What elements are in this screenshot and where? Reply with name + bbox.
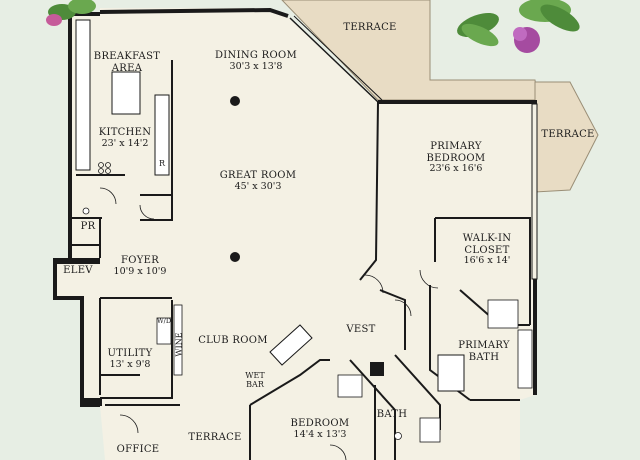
walk-in-closet-dims: 16'6 x 14' <box>463 255 511 266</box>
dining-room-name: DINING ROOM <box>214 50 298 61</box>
terrace-right-label: TERRACE <box>541 129 595 140</box>
primary-bedroom-label: PRIMARY BEDROOM 23'6 x 16'6 <box>427 141 486 175</box>
walk-in-closet-label: WALK-IN CLOSET 16'6 x 14' <box>463 233 512 267</box>
utility-label: UTILITY 13' x 9'8 <box>107 348 152 370</box>
dining-room-label: DINING ROOM 30'3 x 13'8 <box>215 50 297 72</box>
utility-dims: 13' x 9'8 <box>109 358 151 370</box>
bath-toilet-icon <box>394 432 402 440</box>
dining-room-dims: 30'3 x 13'8 <box>229 60 283 72</box>
bedroom-label: BEDROOM 14'4 x 13'3 <box>291 418 350 440</box>
foyer-label: FOYER 10'9 x 10'9 <box>114 255 167 277</box>
shower-icon <box>419 417 441 443</box>
kitchen-counter-left <box>75 19 91 171</box>
wine-label: WINE <box>174 332 184 357</box>
elev-wall <box>55 258 100 264</box>
terrace-bottom-label: TERRACE <box>188 432 242 443</box>
corner-wall <box>82 398 102 406</box>
bedroom-dims: 14'4 x 13'3 <box>293 428 347 440</box>
great-room-name: GREAT ROOM <box>219 170 297 181</box>
wet-bar-label: WET BAR <box>245 371 265 390</box>
foyer-dims: 10'9 x 10'9 <box>113 265 167 277</box>
great-room-label: GREAT ROOM 45' x 30'3 <box>220 170 297 192</box>
office-label: OFFICE <box>116 444 160 455</box>
stove-icon <box>98 162 111 174</box>
kitchen-counter-right <box>154 94 170 176</box>
dining-window-wall <box>289 17 379 103</box>
toilet-icon <box>82 207 90 215</box>
breakfast-area-label: BREAKFAST AREA <box>93 51 161 74</box>
door-swings <box>99 187 439 460</box>
kitchen-name: KITCHEN <box>98 127 152 138</box>
wd-label: W/D <box>156 317 172 325</box>
washer-dryer-icon <box>156 317 172 345</box>
kitchen-dims: 23' x 14'2 <box>101 137 149 149</box>
kitchen-label: KITCHEN 23' x 14'2 <box>99 127 152 149</box>
primary-bedroom-name: PRIMARY BEDROOM <box>426 141 486 164</box>
column-top <box>230 96 240 106</box>
vanity-counter-icon <box>517 329 533 389</box>
wine-cabinet <box>173 304 183 376</box>
wet-bar-counter <box>269 324 313 366</box>
dining-window-wall-outer <box>293 15 383 101</box>
terrace-top-label: TERRACE <box>343 22 397 33</box>
fridge-label: R <box>158 159 166 168</box>
walk-in-closet-name: WALK-IN CLOSET <box>462 233 512 256</box>
palm-plant-top-right <box>457 0 580 53</box>
kitchen-island <box>111 71 141 115</box>
foyer-name: FOYER <box>120 255 160 266</box>
bath-vanity-icon <box>337 374 363 398</box>
primary-bedroom-glass-wall <box>531 103 538 280</box>
pr-label: PR <box>80 221 96 232</box>
pillar-wall <box>370 362 384 376</box>
bath-label: BATH <box>376 409 408 420</box>
bedroom-name: BEDROOM <box>290 418 350 429</box>
great-room-dims: 45' x 30'3 <box>234 180 282 192</box>
elev-label: ELEV <box>63 265 93 276</box>
club-room-label: CLUB ROOM <box>198 335 268 346</box>
vanity-icon <box>487 299 519 329</box>
bathtub-icon <box>437 354 465 392</box>
palm-plant-top-left <box>46 0 96 26</box>
vest-label: VEST <box>346 324 376 335</box>
column-bottom <box>230 252 240 262</box>
primary-bath-label: PRIMARY BATH <box>458 340 510 363</box>
primary-bedroom-dims: 23'6 x 16'6 <box>429 163 483 174</box>
utility-name: UTILITY <box>107 348 153 359</box>
